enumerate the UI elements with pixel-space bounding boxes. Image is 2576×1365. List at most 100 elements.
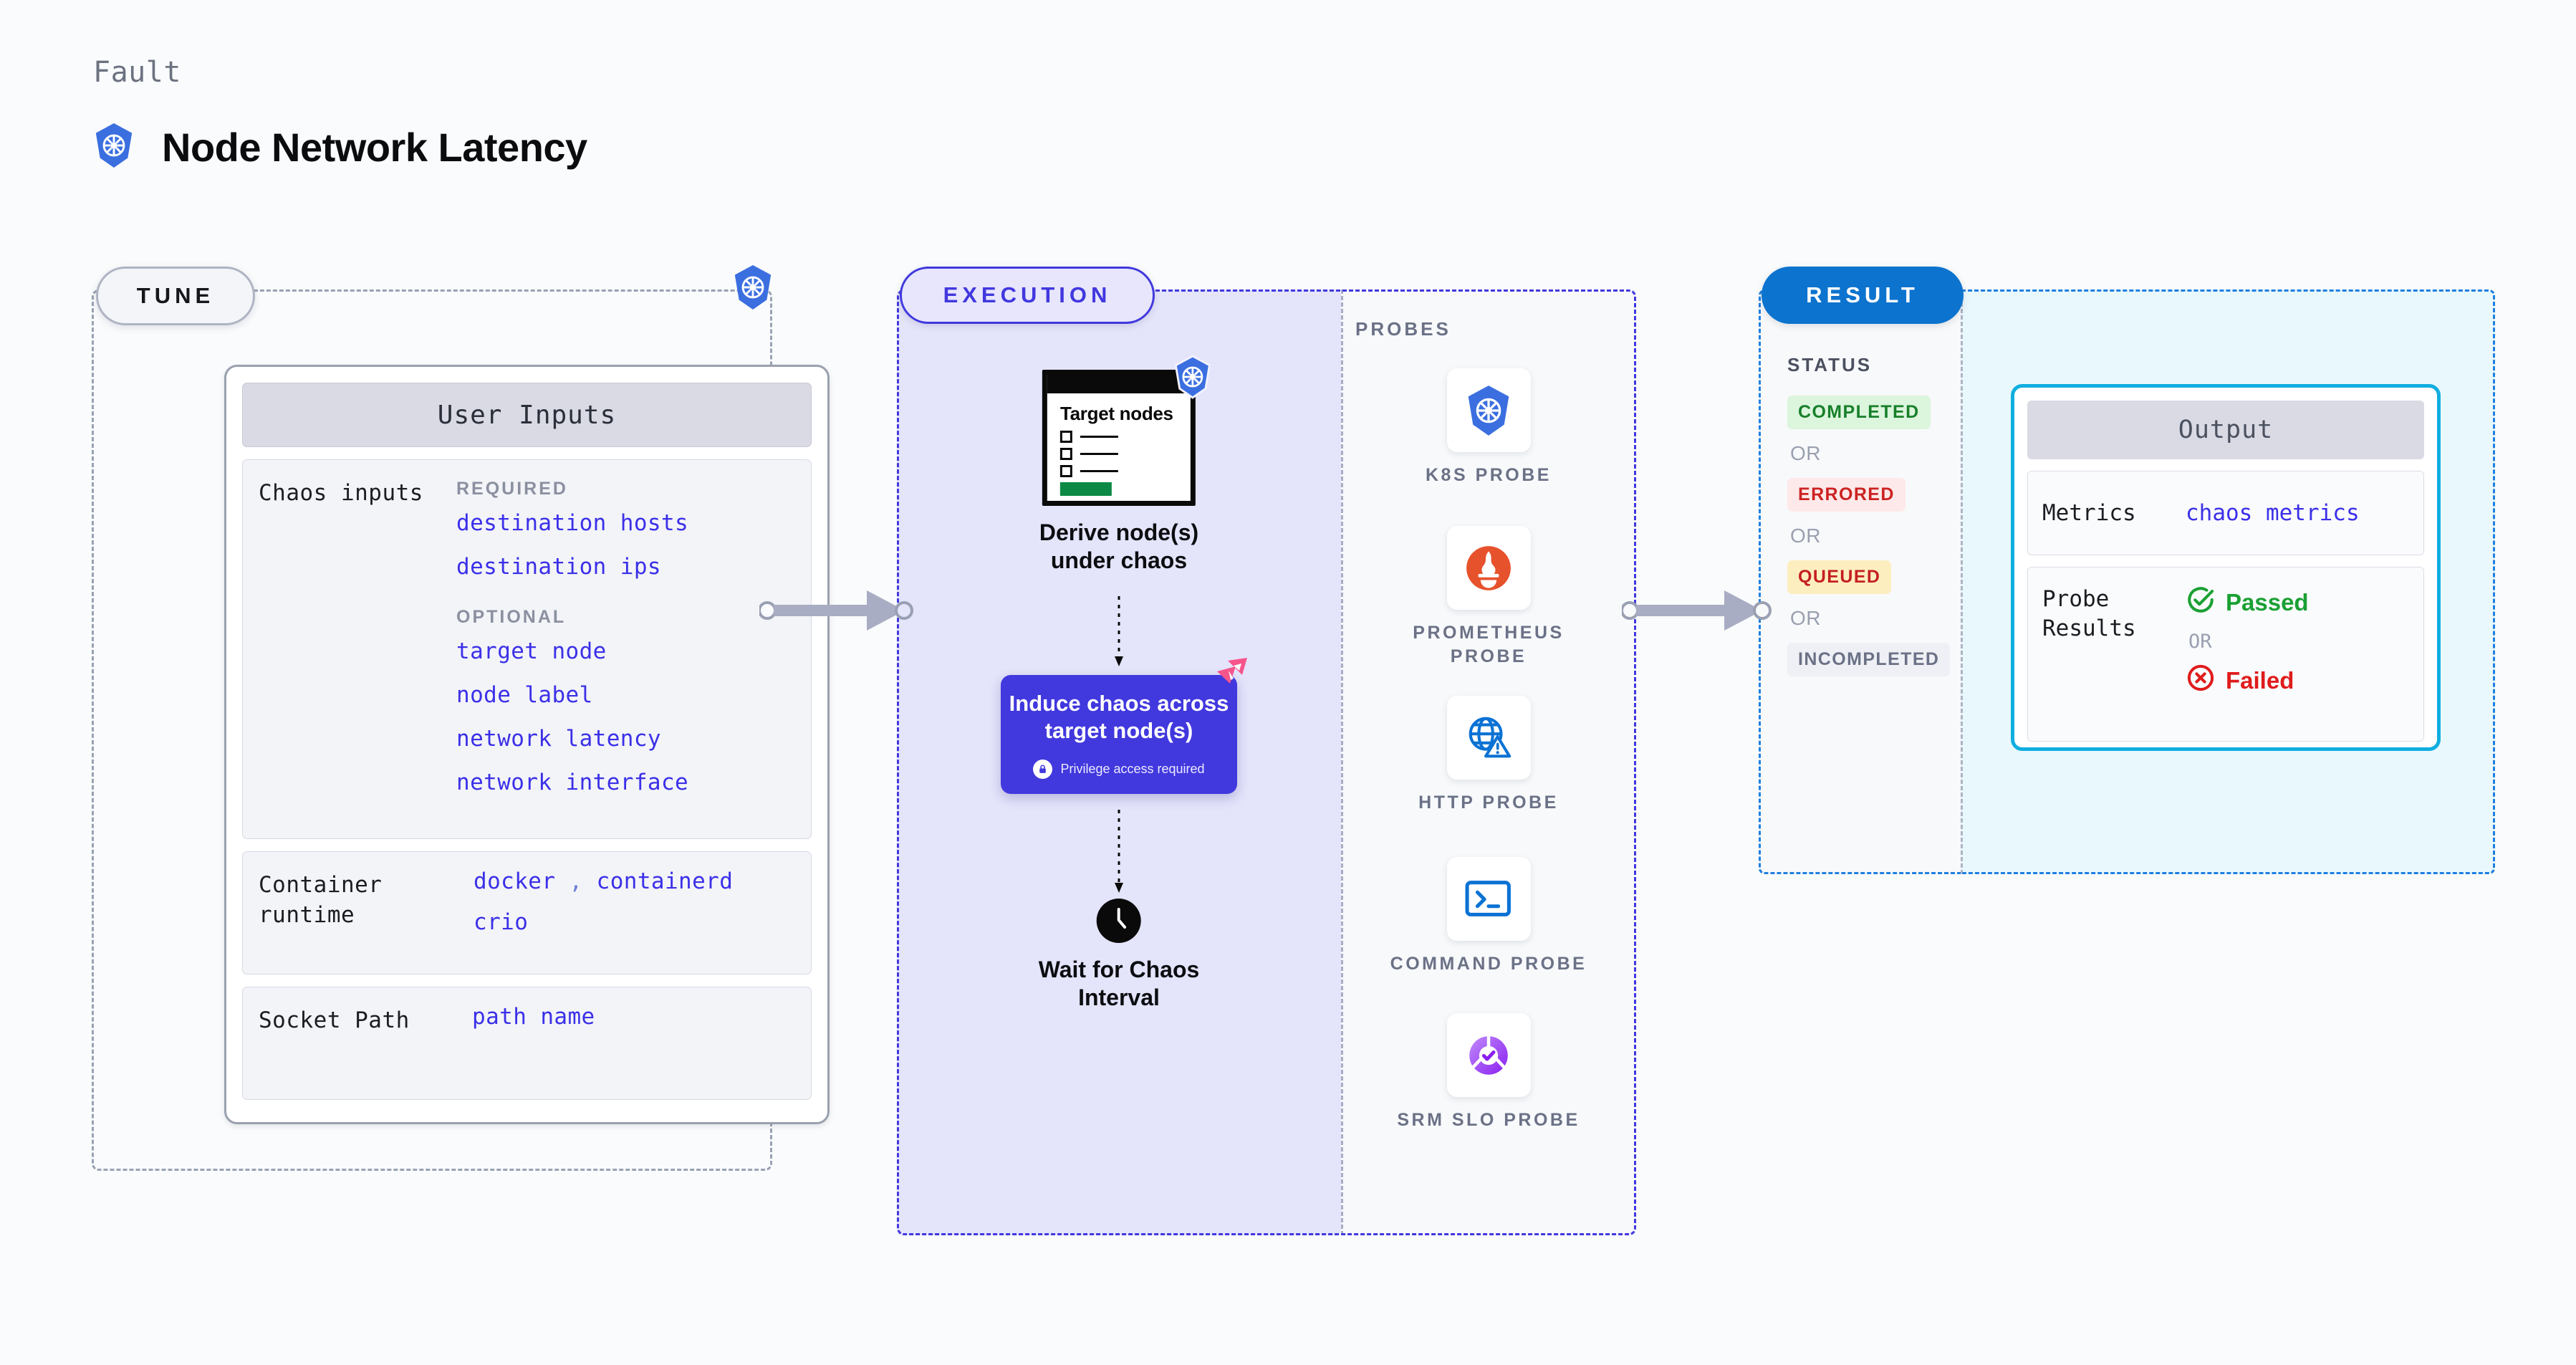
or-label: OR [1790,442,1821,464]
execution-panel-border [897,289,1636,1235]
list-item [1060,431,1181,444]
checkbox-icon [1060,448,1072,461]
probe-srm-slo[interactable]: SRM SLO PROBE [1341,1013,1636,1132]
required-heading: REQUIRED [456,479,568,499]
input-network-interface[interactable]: network interface [456,770,689,795]
harness-logo-icon [1213,655,1253,696]
tune-pill-label[interactable]: TUNE [96,267,255,325]
page-title-row: Node Network Latency [92,122,587,172]
lock-icon [1033,759,1053,779]
optional-heading: OPTIONAL [456,607,567,627]
probes-heading: PROBES [1355,318,1451,340]
container-runtime-label: Container runtime [259,872,383,928]
clock-icon [1097,899,1141,943]
document-titlebar [1047,375,1191,393]
input-destination-hosts[interactable]: destination hosts [456,510,689,536]
fault-eyebrow: Fault [93,56,181,89]
probe-results-label: Probe Results [2042,586,2136,641]
socket-path-label: Socket Path [259,1007,410,1033]
runtime-row-1: docker , containerd [474,871,795,893]
probe-results-values: Passed OR Failed [2178,585,2409,699]
line-placeholder [1080,453,1118,456]
execution-flow: Target nodes [897,289,1341,1235]
kubernetes-icon [731,264,775,314]
metrics-row: Metrics chaos metrics [2027,471,2424,555]
target-nodes-card: Target nodes [1042,355,1211,506]
status-badge: QUEUED [1787,560,1892,594]
output-title: Output [2027,401,2424,459]
input-destination-ips[interactable]: destination ips [456,554,661,580]
flow-arrow-2 [1112,810,1125,897]
flow-node-derive-nodes: Target nodes [1039,355,1211,575]
connector-tune-to-execution [758,582,913,642]
or-label: OR [2188,631,2212,653]
execution-pill-label[interactable]: EXECUTION [900,267,1155,324]
srm-slo-icon [1446,1013,1531,1097]
status-badge: ERRORED [1787,478,1905,512]
checkbox-icon [1060,431,1072,444]
probe-label: K8S PROBE [1426,465,1552,485]
induce-chaos-box[interactable]: Induce chaos across target node(s) Privi… [1001,658,1247,794]
terminal-icon [1446,857,1531,941]
privilege-note: Privilege access required [1033,759,1205,779]
socket-path-section: Socket Path path name [242,987,812,1100]
input-target-node[interactable]: target node [456,638,607,664]
runtime-docker[interactable]: docker [474,868,556,894]
probe-k8s[interactable]: K8S PROBE [1341,368,1636,487]
list-item [1060,465,1181,478]
check-circle-icon [2186,585,2216,621]
socket-path-value[interactable]: path name [472,1004,595,1030]
probe-label: PROMETHEUS PROBE [1413,623,1565,666]
probe-http[interactable]: HTTP PROBE [1341,696,1636,815]
tune-panel: TUNE User Inputs Chaos inputs REQUIRED d… [92,267,830,1171]
probe-prometheus[interactable]: PROMETHEUS PROBE [1341,526,1636,669]
result-panel: RESULT STATUS COMPLETED OR ERRORED OR QU… [1759,267,2495,874]
flow-arrow-1 [1112,596,1125,671]
container-runtime-section: Container runtime docker , containerd cr… [242,851,812,974]
result-pill-label[interactable]: RESULT [1762,267,1964,324]
document-frame: Target nodes [1042,370,1196,506]
metrics-value[interactable]: chaos metrics [2186,500,2360,526]
wait-interval-caption: Wait for Chaos Interval [1038,957,1200,1011]
probe-label: HTTP PROBE [1418,792,1559,813]
chaos-inputs-section: Chaos inputs REQUIRED destination hosts … [242,459,812,839]
list-item [1060,448,1181,461]
container-runtime-values: docker , containerd crio [445,871,795,934]
or-label: OR [1790,525,1821,547]
chaos-inputs-label: Chaos inputs [259,480,423,506]
user-inputs-title: User Inputs [242,383,812,447]
user-inputs-card: User Inputs Chaos inputs REQUIRED destin… [224,365,830,1124]
x-circle-icon [2186,663,2216,699]
document-content: Target nodes [1060,403,1181,497]
flow-node-induce-chaos[interactable]: Induce chaos across target node(s) Privi… [1001,658,1247,794]
status-badge: INCOMPLETED [1787,643,1951,676]
probe-command[interactable]: COMMAND PROBE [1341,857,1636,976]
output-card: Output Metrics chaos metrics Probe Resul… [2011,384,2441,751]
input-node-label[interactable]: node label [456,682,593,708]
clock-hour-hand [1118,908,1120,921]
privilege-note-text: Privilege access required [1060,761,1205,776]
or-label: OR [1790,607,1821,629]
prometheus-icon [1446,526,1531,610]
induce-chaos-title: Induce chaos across target node(s) [1009,691,1229,743]
probe-label: SRM SLO PROBE [1397,1110,1580,1130]
passed-text: Passed [2226,589,2309,616]
status-badge-list: COMPLETED OR ERRORED OR QUEUED OR INCOMP… [1787,396,1951,676]
input-network-latency[interactable]: network latency [456,726,661,752]
checkbox-rows [1060,431,1181,478]
globe-warning-icon [1446,696,1531,780]
checkbox-icon [1060,465,1072,478]
execution-panel: EXECUTION PROBES Target nodes [897,267,1636,1235]
socket-path-values: path name [445,1006,795,1028]
runtime-separator: , [569,868,583,894]
runtime-crio[interactable]: crio [474,909,529,935]
runtime-containerd[interactable]: containerd [596,868,734,894]
progress-bar [1060,482,1112,497]
page-title: Node Network Latency [162,124,587,170]
kubernetes-icon [1172,355,1213,402]
probe-label: COMMAND PROBE [1390,954,1587,974]
derive-nodes-caption: Derive node(s) under chaos [1039,519,1199,574]
status-badge: COMPLETED [1787,396,1931,429]
probe-result-passed: Passed [2186,585,2409,621]
